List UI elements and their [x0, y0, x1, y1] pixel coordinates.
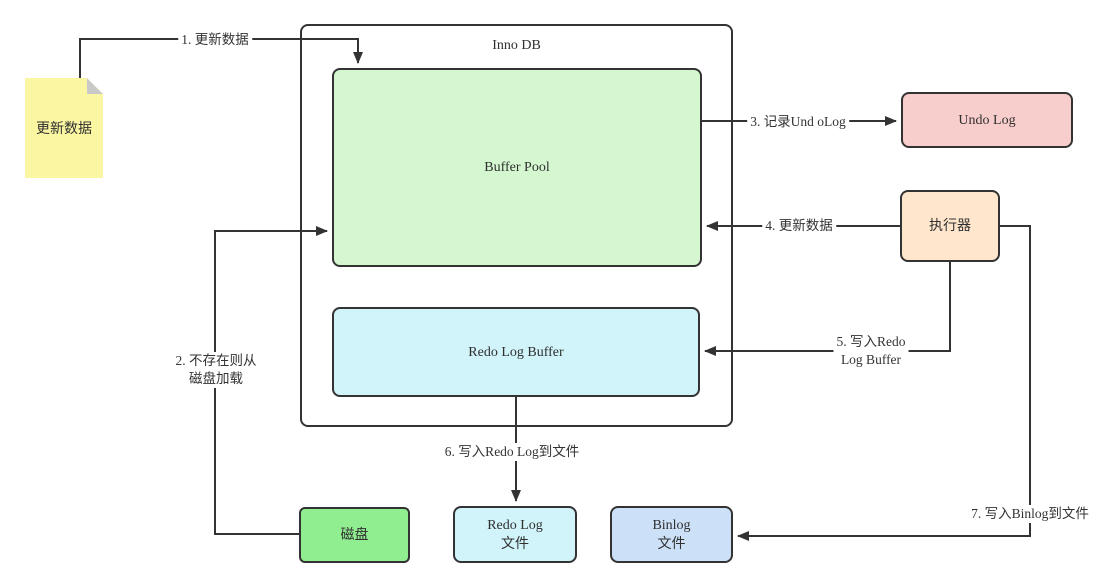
edge-label-4: 4. 更新数据 [762, 217, 836, 235]
node-redo-log-buffer: Redo Log Buffer [332, 307, 700, 397]
disk-label: 磁盘 [340, 527, 369, 543]
node-executor: 执行器 [900, 190, 1000, 262]
node-binlog-file: Binlog 文件 [610, 506, 733, 563]
redo-log-file-label: Redo Log 文件 [487, 516, 543, 554]
binlog-file-line2: 文件 [657, 536, 686, 552]
note-label: 更新数据 [36, 122, 92, 137]
node-disk: 磁盘 [299, 507, 410, 563]
node-undo-log: Undo Log [901, 92, 1073, 148]
connector-5-write-redo-log-buffer [704, 262, 951, 356]
edge-label-5-line1: 5. 写入Redo [836, 334, 906, 349]
redo-log-file-line2: 文件 [500, 536, 529, 552]
undo-log-label: Undo Log [958, 112, 1016, 128]
node-buffer-pool: Buffer Pool [332, 68, 702, 267]
edge-label-5: 5. 写入Redo Log Buffer [833, 333, 909, 369]
edge-label-1: 1. 更新数据 [178, 31, 252, 49]
edge-label-2-line2: 磁盘加载 [189, 371, 243, 386]
redo-log-file-line1: Redo Log [487, 517, 543, 533]
node-update-data-note: 更新数据 [25, 78, 103, 178]
edge-label-6: 6. 写入Redo Log到文件 [441, 443, 583, 461]
node-redo-log-file: Redo Log 文件 [453, 506, 577, 563]
binlog-file-label: Binlog 文件 [652, 516, 690, 554]
redo-log-buffer-label: Redo Log Buffer [468, 344, 564, 360]
connector-7-write-binlog-file [737, 225, 1031, 541]
edge-label-5-line2: Log Buffer [840, 352, 902, 367]
edge-label-2: 2. 不存在则从 磁盘加载 [172, 352, 260, 388]
executor-label: 执行器 [929, 218, 971, 234]
edge-label-2-line1: 2. 不存在则从 [175, 353, 257, 368]
binlog-file-line1: Binlog [652, 517, 691, 533]
innodb-title: Inno DB [492, 38, 541, 53]
edge-label-7: 7. 写入Binlog到文件 [968, 505, 1092, 523]
buffer-pool-label: Buffer Pool [484, 160, 550, 175]
edge-label-3: 3. 记录Und oLog [747, 113, 849, 131]
